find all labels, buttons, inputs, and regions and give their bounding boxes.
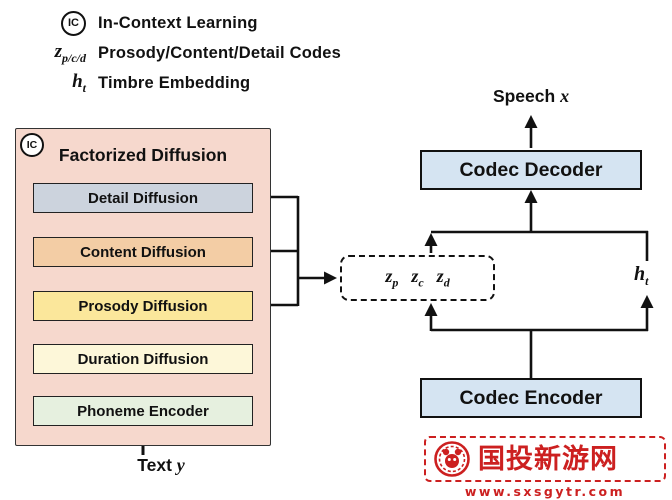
legend-label-codes: Prosody/Content/Detail Codes xyxy=(98,43,342,62)
code-zd: zd xyxy=(436,265,450,290)
watermark-box: 国投新游网 xyxy=(424,436,666,482)
block-detail-diffusion: Detail Diffusion xyxy=(33,183,253,213)
legend-row-codes: zp/c/d Prosody/Content/Detail Codes xyxy=(12,38,341,68)
text-var: y xyxy=(176,455,185,475)
latent-codes-box: zp zc zd xyxy=(340,255,495,301)
panel-title: Factorized Diffusion xyxy=(58,145,228,165)
legend: IC In-Context Learning zp/c/d Prosody/Co… xyxy=(12,8,341,98)
watermark-title: 国投新游网 xyxy=(478,443,618,475)
factorized-diffusion-panel: IC Factorized Diffusion Detail Diffusion… xyxy=(15,128,271,446)
speech-var: x xyxy=(560,86,570,106)
block-phoneme-encoder: Phoneme Encoder xyxy=(33,396,253,426)
code-zp: zp xyxy=(385,265,399,290)
block-prosody-diffusion: Prosody Diffusion xyxy=(33,291,253,321)
in-context-icon: IC xyxy=(61,10,86,36)
timbre-symbol: ht xyxy=(72,70,86,95)
timbre-embedding-label: ht xyxy=(634,263,649,288)
legend-row-timbre: ht Timbre Embedding xyxy=(12,68,341,98)
legend-label-timbre: Timbre Embedding xyxy=(98,73,251,92)
in-context-icon: IC xyxy=(20,133,44,157)
block-content-diffusion: Content Diffusion xyxy=(33,237,253,267)
block-duration-diffusion: Duration Diffusion xyxy=(33,344,253,374)
watermark-seal-icon xyxy=(434,441,470,477)
legend-label-icl: In-Context Learning xyxy=(98,13,258,32)
code-zc: zc xyxy=(411,265,424,290)
text-input-label: Text y xyxy=(137,455,185,475)
speech-output-label: Speech x xyxy=(492,86,570,106)
codec-decoder-box: Codec Decoder xyxy=(420,150,642,190)
codes-symbol: zp/c/d xyxy=(54,40,86,65)
codec-encoder-box: Codec Encoder xyxy=(420,378,642,418)
legend-row-icl: IC In-Context Learning xyxy=(12,8,341,38)
watermark-url: www.sxsgytr.com xyxy=(464,484,626,499)
